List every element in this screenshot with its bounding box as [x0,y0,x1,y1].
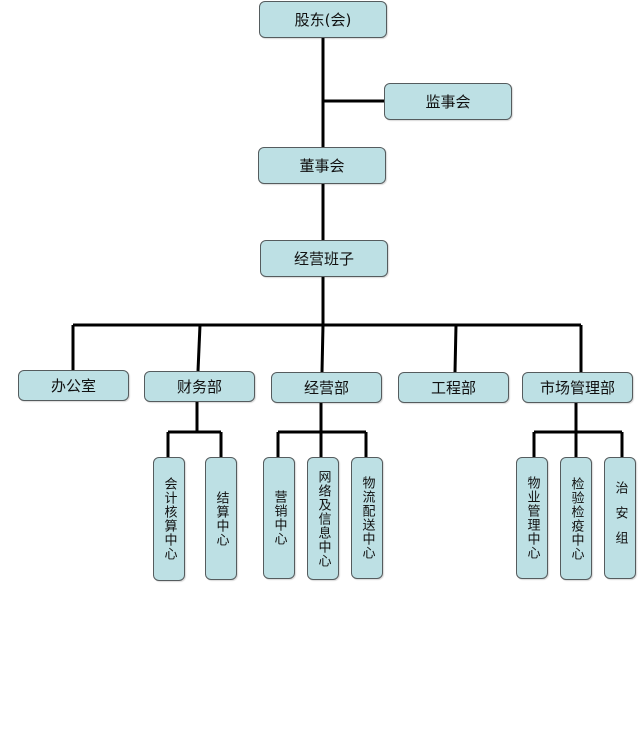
node-network-info-center: 网络及信息中心 [307,457,339,580]
node-label: 物流配送中心 [359,476,375,560]
node-label: 经营班子 [293,250,354,268]
node-board-of-directors: 董事会 [258,147,386,184]
node-dept-operations: 经营部 [271,372,382,403]
node-security-team: 治安组 [604,457,636,579]
node-label: 物业管理中心 [524,476,540,560]
node-marketing-center: 营销中心 [263,457,295,579]
node-accounting-center: 会计核算中心 [153,457,185,581]
node-management-team: 经营班子 [260,240,388,277]
node-inspection-quarantine-center: 检验检疫中心 [560,457,592,580]
node-label: 网络及信息中心 [315,469,331,568]
node-dept-market: 市场管理部 [522,372,633,403]
node-shareholders: 股东(会) [259,1,387,38]
node-label: 经营部 [303,379,349,397]
node-label: 会计核算中心 [161,477,177,561]
node-label: 董事会 [299,157,345,175]
node-label: 检验检疫中心 [568,476,584,561]
node-dept-office: 办公室 [18,370,129,401]
node-label: 结算中心 [213,490,229,547]
node-label: 治安组 [612,480,628,556]
node-dept-finance: 财务部 [144,371,255,402]
node-logistics-center: 物流配送中心 [351,457,383,579]
node-label: 办公室 [50,377,96,395]
node-supervisory-board: 监事会 [384,83,512,120]
connector-engineering [453,324,458,373]
node-label: 工程部 [430,379,476,397]
node-label: 市场管理部 [539,379,615,397]
node-label: 财务部 [176,378,222,396]
node-label: 股东(会) [294,11,352,29]
node-settlement-center: 结算中心 [205,457,237,580]
node-property-management-center: 物业管理中心 [516,457,548,579]
node-dept-engineering: 工程部 [398,372,509,403]
connector-operations [320,324,325,373]
connector-finance [196,324,202,372]
node-label: 营销中心 [271,490,287,546]
node-label: 监事会 [425,93,471,111]
